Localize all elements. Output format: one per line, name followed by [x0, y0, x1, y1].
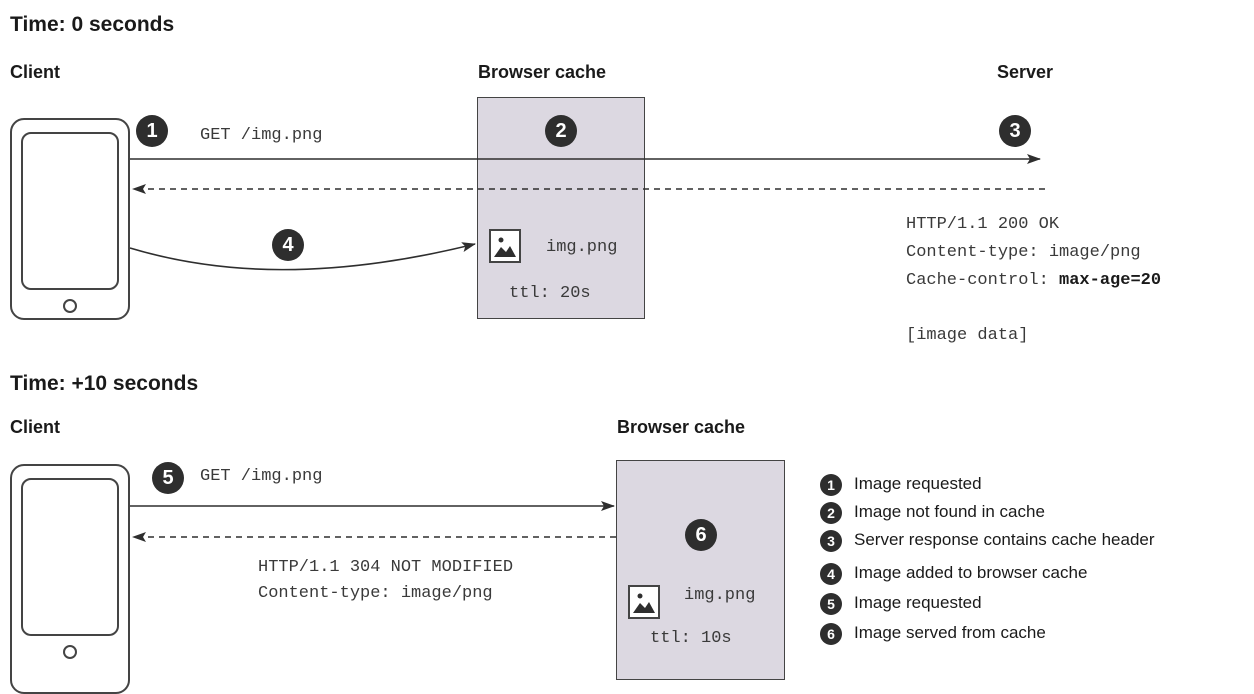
cache-control-key: Cache-control: [906, 271, 1060, 290]
step-4-badge: 4 [272, 229, 304, 261]
request-text-top: GET /img.png [200, 126, 323, 145]
step-2-badge: 2 [545, 115, 577, 147]
cache-ttl-bottom: ttl: 10s [650, 629, 732, 648]
client-label-top: Client [10, 62, 61, 82]
legend-text: Image not found in cache [854, 502, 1045, 521]
response-content-type-bottom: Content-type: image/png [258, 584, 493, 603]
step-1-badge: 1 [136, 115, 168, 147]
cache-control-value: max-age=20 [1059, 271, 1162, 290]
legend-text: Image requested [854, 474, 982, 493]
browser-cache-box-bottom [616, 460, 785, 680]
client-device-bottom [10, 464, 130, 694]
legend-text: Server response contains cache header [854, 530, 1155, 549]
cache-label-bottom: Browser cache [617, 417, 746, 437]
time-heading-bottom: Time: +10 seconds [10, 372, 199, 395]
cache-label-top: Browser cache [478, 62, 607, 82]
request-text-bottom: GET /img.png [200, 467, 323, 486]
numbered-circle-icon: 3 [820, 530, 842, 552]
legend-text: Image served from cache [854, 623, 1046, 642]
image-file-icon [489, 229, 521, 263]
numbered-circle-icon: 1 [820, 474, 842, 496]
flow-arrows [129, 154, 1045, 542]
client-label-bottom: Client [10, 417, 61, 437]
home-button-icon [63, 645, 77, 659]
step-6-badge: 6 [685, 519, 717, 551]
numbered-circle-icon: 6 [820, 623, 842, 645]
numbered-circle-icon: 4 [820, 563, 842, 585]
step-3-badge: 3 [999, 115, 1031, 147]
cached-filename-bottom: img.png [684, 586, 756, 605]
response-content-type: Content-type: image/png [906, 243, 1141, 262]
cached-filename-top: img.png [546, 238, 618, 257]
legend-text: Image requested [854, 593, 982, 612]
server-label: Server [997, 62, 1054, 82]
step-5-badge: 5 [152, 462, 184, 494]
response-body: [image data] [906, 326, 1029, 345]
home-button-icon [63, 299, 77, 313]
response-status-line-bottom: HTTP/1.1 304 NOT MODIFIED [258, 558, 514, 577]
smartphone-screen [21, 478, 119, 636]
smartphone-screen [21, 132, 119, 290]
client-device-top [10, 118, 130, 320]
image-file-icon [628, 585, 660, 619]
time-heading-top: Time: 0 seconds [10, 13, 175, 36]
response-cache-control: Cache-control: max-age=20 [906, 271, 1161, 290]
numbered-circle-icon: 5 [820, 593, 842, 615]
legend-text: Image added to browser cache [854, 563, 1088, 582]
response-status-line: HTTP/1.1 200 OK [906, 215, 1060, 234]
cache-ttl-top: ttl: 20s [509, 284, 591, 303]
numbered-circle-icon: 2 [820, 502, 842, 524]
store-arrow [129, 242, 476, 271]
